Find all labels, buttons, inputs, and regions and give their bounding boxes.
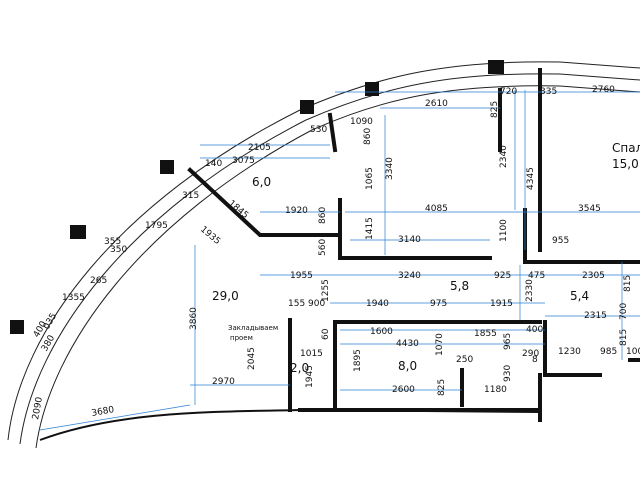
dimension-label: 900 (308, 299, 325, 309)
walls (39, 68, 640, 441)
room-area-label: 5,4 (570, 289, 589, 303)
dimension-label: 035 (42, 312, 59, 332)
dimension-label: 965 (503, 333, 513, 350)
dimension-lines (39, 90, 640, 431)
dimension-label: 355 (104, 237, 121, 247)
dimension-label: 1795 (145, 221, 168, 231)
dimension-label: 860 (363, 128, 373, 145)
dimension-label: 1895 (353, 349, 363, 372)
room-bedroom-area: 15,0 (612, 157, 639, 171)
dimension-label: 815 (623, 275, 633, 292)
dimension-label: 1915 (490, 299, 513, 309)
dimension-label: 2760 (592, 85, 615, 95)
dimension-label: 265 (90, 276, 107, 286)
dimension-label: 2610 (425, 99, 448, 109)
dimension-label: 720 (500, 87, 517, 97)
dimension-label: 3340 (385, 157, 395, 180)
dimension-label: 1920 (285, 206, 308, 216)
dimension-label: 1600 (370, 327, 393, 337)
dimension-label: 155 (288, 299, 305, 309)
room-bedroom-name: Спаль (612, 141, 640, 155)
dimension-label: 4430 (396, 339, 419, 349)
room-area-label: 8,0 (398, 359, 417, 373)
dimension-label: 1015 (300, 349, 323, 359)
dimension-label: 4345 (526, 167, 536, 190)
dimension-label: 2105 (248, 143, 271, 153)
dimension-label: 4085 (425, 204, 448, 214)
dimension-label: 815 (619, 329, 629, 346)
dimension-label: 100 (626, 347, 640, 357)
dimension-label: 2330 (525, 279, 535, 302)
dimension-label: 975 (430, 299, 447, 309)
dimension-label: 930 (503, 365, 513, 382)
dimension-label: 955 (552, 236, 569, 246)
dimension-label: 530 (310, 125, 327, 135)
dimension-label: 1935 (198, 225, 222, 247)
dimension-label: 1855 (474, 329, 497, 339)
dimension-label: 1070 (435, 333, 445, 356)
dimension-label: 2970 (212, 377, 235, 387)
dimension-label: 3545 (578, 204, 601, 214)
dimension-label: 3860 (189, 307, 199, 330)
dimension-label: 475 (528, 271, 545, 281)
dimension-label: 400 (526, 325, 543, 335)
room-area-label: 6,0 (252, 175, 271, 189)
dimension-label: 1940 (366, 299, 389, 309)
room-area-label: 2,0 (290, 361, 309, 375)
dimension-label: 2315 (584, 311, 607, 321)
dimension-label: 8 (532, 355, 538, 365)
dimension-label: 335 (540, 87, 557, 97)
dimension-label: 560 (318, 239, 328, 256)
dimension-label: 3140 (398, 235, 421, 245)
dimension-label: 315 (182, 191, 199, 201)
dimension-label: 2045 (247, 347, 257, 370)
dimension-label: 2340 (499, 145, 509, 168)
dimension-label: 140 (205, 159, 222, 169)
dimension-label: 1100 (499, 219, 509, 242)
dimension-label: 985 (600, 347, 617, 357)
dimension-label: 290 (522, 349, 539, 359)
room-area-label: 5,8 (450, 279, 469, 293)
dimension-label: 3075 (232, 156, 255, 166)
dimension-label: 2600 (392, 385, 415, 395)
dimension-label: 2090 (31, 396, 45, 421)
dimension-label: 1415 (365, 217, 375, 240)
dimension-label: 925 (494, 271, 511, 281)
dimension-label: 2305 (582, 271, 605, 281)
dimension-label: 1230 (558, 347, 581, 357)
dimension-label: 1255 (321, 279, 331, 302)
note-line: проем (230, 334, 253, 342)
dimension-label: 250 (456, 355, 473, 365)
dimension-label: 825 (437, 379, 447, 396)
dimension-label: 350 (110, 245, 127, 255)
dimension-label: 1065 (365, 167, 375, 190)
dimension-label: 1180 (484, 385, 507, 395)
dimension-label: 1945 (305, 365, 315, 388)
room-area-label: 29,0 (212, 289, 239, 303)
dimension-label: 1090 (350, 117, 373, 127)
outer-facade (7, 60, 640, 449)
dimension-label: 3680 (91, 405, 116, 419)
dimension-label: 700 (619, 303, 629, 320)
dimension-label: 1355 (62, 293, 85, 303)
dimension-label: 1955 (290, 271, 313, 281)
dimension-label: 1845 (226, 199, 250, 221)
dimension-label: 860 (318, 207, 328, 224)
dimension-label: 3240 (398, 271, 421, 281)
note-line: Закладываем (228, 324, 278, 332)
dimension-label: 60 (321, 328, 331, 340)
dimension-label: 825 (490, 101, 500, 118)
